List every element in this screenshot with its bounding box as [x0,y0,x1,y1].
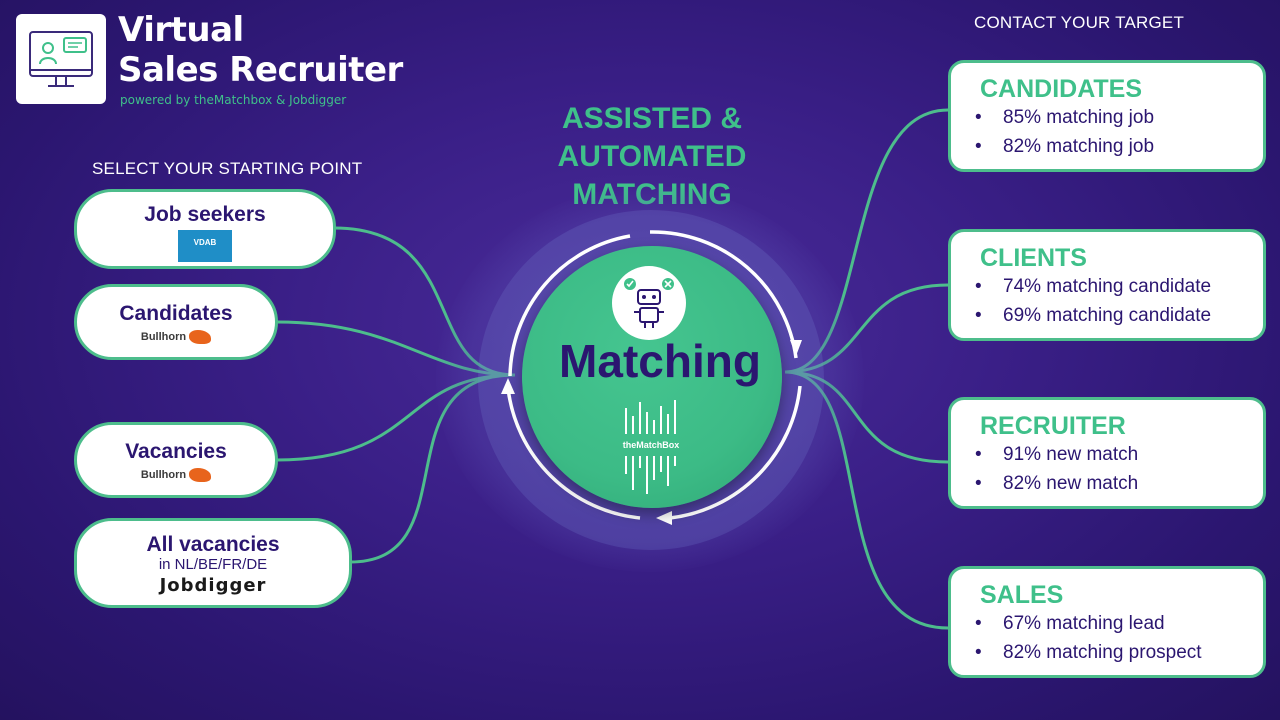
center-title-line: MATCHING [520,176,784,214]
bull-icon [189,330,212,344]
target-sales[interactable]: SALES 67% matching lead 82% matching pro… [948,566,1266,678]
target-list: 85% matching job 82% matching job [975,103,1154,161]
source-all-vacancies[interactable]: All vacancies in NL/BE/FR/DE Jobdigger [74,518,352,608]
center-title-line: AUTOMATED [557,140,747,173]
target-item: 69% matching candidate [975,301,1211,330]
connector-vacancies [276,373,516,462]
source-title: Vacancies [125,440,227,463]
matching-label: Matching [559,335,761,387]
source-job-seekers[interactable]: Job seekers VDAB [74,189,336,269]
app-title-line2: Sales Recruiter [118,50,403,90]
target-list: 74% matching candidate 69% matching cand… [975,272,1211,330]
right-heading: CONTACT YOUR TARGET [974,13,1185,32]
center-title-line: ASSISTED & [561,102,743,135]
target-clients[interactable]: CLIENTS 74% matching candidate 69% match… [948,229,1266,341]
bullhorn-text: Bullhorn [140,331,187,343]
target-list: 67% matching lead 82% matching prospect [975,609,1202,667]
app-tagline: powered by theMatchbox & Jobdigger [120,93,347,107]
target-item: 82% matching job [975,132,1154,161]
connector-job-seekers [333,226,516,377]
source-title: All vacancies [146,533,280,556]
cycle-arrows-icon [501,230,802,525]
app-title-line1: Virtual [118,10,244,50]
source-title: Job seekers [144,203,266,226]
bullhorn-logo-icon: Bullhorn [140,468,212,482]
connector-clients-target [784,283,949,374]
jobdigger-logo-icon: Jobdigger [159,575,267,596]
target-list: 91% new match 82% new match [975,440,1138,498]
target-title: RECRUITER [980,412,1126,440]
target-title: SALES [980,581,1064,609]
bullhorn-text: Bullhorn [140,469,187,481]
center-title: ASSISTED & AUTOMATED MATCHING [520,100,784,214]
app-logo [16,14,106,104]
robot-icon [612,266,686,340]
connector-all-vacancies [349,373,516,564]
target-title: CLIENTS [980,244,1087,272]
target-item: 82% new match [975,469,1138,498]
source-candidates[interactable]: Candidates Bullhorn [74,284,278,360]
thematchbox-logo-icon [625,400,676,494]
target-item: 91% new match [975,440,1138,469]
connector-candidates [276,320,516,377]
target-recruiter[interactable]: RECRUITER 91% new match 82% new match [948,397,1266,509]
connector-sales-target [784,370,949,630]
source-vacancies[interactable]: Vacancies Bullhorn [74,422,278,498]
bull-icon [189,468,212,482]
app-title: Virtual Sales Recruiter [118,10,403,90]
connector-candidates-target [784,108,949,374]
source-subtitle: in NL/BE/FR/DE [158,556,268,573]
thematchbox-brand: theMatchBox [622,440,680,450]
bullhorn-logo-icon: Bullhorn [140,330,212,344]
target-item: 67% matching lead [975,609,1202,638]
target-item: 85% matching job [975,103,1154,132]
target-item: 82% matching prospect [975,638,1202,667]
target-candidates[interactable]: CANDIDATES 85% matching job 82% matching… [948,60,1266,172]
monitor-icon [29,31,93,87]
source-title: Candidates [119,302,233,325]
vdab-logo-icon: VDAB [178,230,232,262]
left-heading: SELECT YOUR STARTING POINT [92,159,363,178]
target-title: CANDIDATES [980,75,1143,103]
target-item: 74% matching candidate [975,272,1211,301]
connector-recruiter-target [784,370,949,464]
